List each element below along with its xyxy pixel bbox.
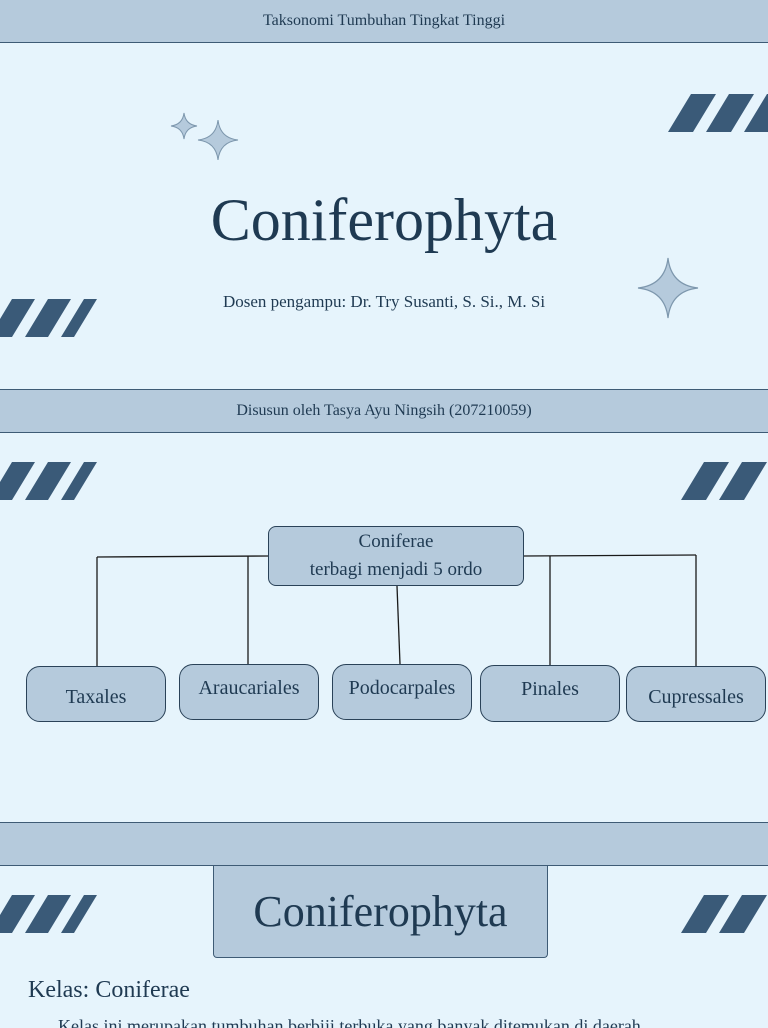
author-line: Disusun oleh Tasya Ayu Ningsih (20721005… [236,402,532,419]
course-title: Taksonomi Tumbuhan Tingkat Tinggi [262,12,506,29]
sparkle-large-icon [637,257,699,319]
sparkle-small-icon [170,112,198,140]
order-label: Cupressales [648,685,744,708]
diagonal-stripes-decoration [0,895,97,933]
diagonal-stripes-decoration [0,299,97,337]
order-label: Araucariales [198,676,300,699]
order-node-araucariales: Araucariales [179,664,319,720]
slide3-title-box: Coniferophyta [213,866,548,958]
diagonal-stripes-decoration [668,94,768,132]
order-node-cupressales: Cupressales [626,666,766,722]
sparkle-medium-icon [197,119,239,161]
order-label: Pinales [521,678,579,700]
root-label-line1: Coniferae [358,531,434,553]
slide1-header-band: Taksonomi Tumbuhan Tingkat Tinggi [0,0,768,43]
slide1-author-band: Disusun oleh Tasya Ayu Ningsih (20721005… [0,389,768,433]
order-node-taxales: Taxales [26,666,166,722]
tree-connector-lines [96,554,697,666]
order-node-pinales: Pinales [480,665,620,722]
slide3-header-band [0,822,768,866]
kelas-heading: Kelas: Coniferae [28,977,190,1003]
coniferae-root-node: Coniferae terbagi menjadi 5 ordo [268,526,524,586]
body-text-cutoff: Kelas ini merupakan tumbuhan berbiji ter… [58,1016,641,1028]
root-label-line2: terbagi menjadi 5 ordo [309,559,483,580]
order-label: Podocarpales [348,676,456,699]
order-label: Taxales [65,685,127,708]
diagonal-stripes-decoration [681,895,767,933]
diagonal-stripes-decoration [0,462,97,500]
slide1-title: Coniferophyta [210,187,558,253]
diagonal-stripes-decoration [681,462,767,500]
slide3-title: Coniferophyta [253,887,508,936]
order-node-podocarpales: Podocarpales [332,664,472,720]
lecturer-line: Dosen pengampu: Dr. Try Susanti, S. Si.,… [222,292,546,311]
